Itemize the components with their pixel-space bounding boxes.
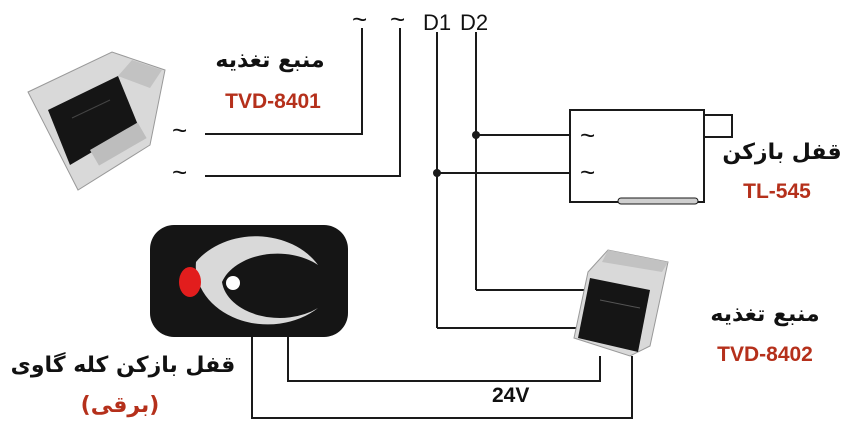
electric-lock-title: قفل بازکن کله گاوی bbox=[10, 353, 236, 378]
wire-24v-inner bbox=[287, 337, 601, 382]
wire-ac1 bbox=[205, 28, 363, 135]
terminal-ac2-label: ~ bbox=[390, 4, 406, 34]
junction-d1 bbox=[433, 169, 441, 177]
terminal-d1-label: D1 bbox=[423, 10, 452, 35]
wires bbox=[205, 28, 633, 419]
supply-top-device-image bbox=[27, 51, 166, 191]
electric-lock-subtitle: (برقی) bbox=[80, 393, 160, 418]
wire-ac2 bbox=[205, 28, 401, 177]
supply-top-in2-label: ~ bbox=[172, 157, 188, 187]
terminal-d2-label: D2 bbox=[460, 10, 489, 35]
supply-bottom-model: TVD-8402 bbox=[717, 343, 813, 366]
door-lock-title: قفل بازکن bbox=[722, 140, 842, 165]
door-lock-device bbox=[569, 109, 733, 205]
voltage-label: 24V bbox=[492, 384, 530, 407]
door-lock-model: TL-545 bbox=[743, 180, 811, 203]
supply-bottom-device-image bbox=[573, 249, 669, 357]
junction-d2 bbox=[472, 131, 480, 139]
supply-top-model: TVD-8401 bbox=[225, 90, 321, 113]
electric-lock-device bbox=[150, 225, 348, 337]
wire-24v-outer bbox=[251, 337, 633, 419]
supply-top-in1-label: ~ bbox=[172, 115, 188, 145]
lock-in1-label: ~ bbox=[580, 120, 596, 150]
supply-bottom-title: منبع تغذیه bbox=[710, 302, 820, 327]
terminal-ac1-label: ~ bbox=[352, 4, 368, 34]
lock-in2-label: ~ bbox=[580, 157, 596, 187]
supply-top-title: منبع تغذیه bbox=[215, 48, 325, 73]
